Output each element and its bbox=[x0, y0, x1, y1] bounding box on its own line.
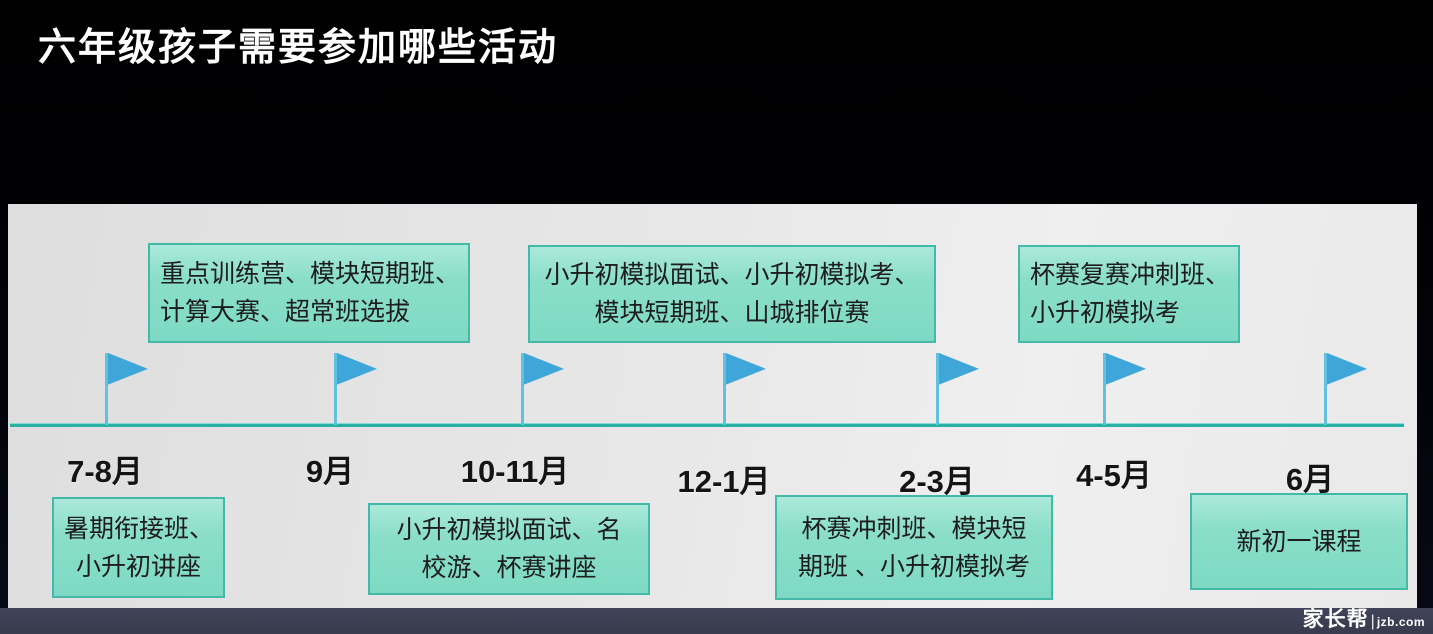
event-text: 新初一课程 bbox=[1236, 527, 1362, 556]
event-text: 小升初模拟面试、小升初模拟考、 bbox=[544, 261, 920, 289]
event-box-above-3: 杯赛复赛冲刺班、 小升初模拟考 bbox=[1018, 245, 1240, 343]
milestone-flag-icon bbox=[1324, 353, 1368, 425]
milestone-flag-icon bbox=[936, 353, 980, 425]
event-box-below-1: 暑期衔接班、 小升初讲座 bbox=[52, 497, 225, 598]
flag-pennant-icon bbox=[524, 353, 564, 385]
flag-pole bbox=[521, 353, 524, 425]
watermark: 家长帮 | jzb.com bbox=[1303, 603, 1425, 633]
milestone-flag-icon bbox=[105, 353, 149, 425]
flag-pennant-icon bbox=[1327, 353, 1367, 385]
flag-pennant-icon bbox=[939, 353, 979, 385]
flag-pole bbox=[105, 353, 108, 425]
event-box-above-1: 重点训练营、模块短期班、 计算大赛、超常班选拔 bbox=[148, 243, 470, 343]
watermark-separator: | bbox=[1370, 613, 1375, 630]
timeline-line bbox=[10, 423, 1404, 427]
event-box-below-3: 杯赛冲刺班、模块短 期班 、小升初模拟考 bbox=[775, 495, 1053, 600]
event-text: 暑期衔接班、 bbox=[64, 514, 215, 543]
milestone-flag-icon bbox=[723, 353, 767, 425]
watermark-site: jzb.com bbox=[1376, 615, 1425, 629]
timeline-month-label: 12-1月 bbox=[677, 464, 771, 499]
flag-pole bbox=[936, 353, 939, 425]
timeline-month-label: 10-11月 bbox=[460, 454, 570, 489]
flag-pole bbox=[1103, 353, 1106, 425]
event-text: 模块短期班、山城排位赛 bbox=[594, 299, 870, 327]
timeline-month-label: 7-8月 bbox=[67, 454, 143, 489]
watermark-brand: 家长帮 bbox=[1302, 608, 1369, 631]
milestone-flag-icon bbox=[521, 353, 565, 425]
flag-pennant-icon bbox=[1106, 353, 1146, 385]
timeline-month-label: 6月 bbox=[1285, 462, 1335, 497]
event-text: 小升初模拟考 bbox=[1030, 299, 1181, 327]
event-text: 杯赛复赛冲刺班、 bbox=[1030, 261, 1231, 289]
milestone-flag-icon bbox=[1103, 353, 1147, 425]
milestone-flag-icon bbox=[334, 353, 378, 425]
event-box-below-4: 新初一课程 bbox=[1190, 493, 1408, 590]
flag-pennant-icon bbox=[726, 353, 766, 385]
flag-pennant-icon bbox=[108, 353, 148, 385]
footer-band: 家长帮 | jzb.com bbox=[0, 608, 1433, 634]
flag-pole bbox=[1324, 353, 1327, 425]
event-text: 计算大赛、超常班选拔 bbox=[160, 298, 411, 326]
timeline-month-label: 2-3月 bbox=[899, 464, 975, 499]
flag-pole bbox=[723, 353, 726, 425]
event-text: 小升初模拟面试、名 bbox=[396, 516, 622, 544]
event-text: 期班 、小升初模拟考 bbox=[798, 552, 1030, 581]
event-text: 杯赛冲刺班、模块短 bbox=[801, 514, 1027, 543]
event-text: 重点训练营、模块短期班、 bbox=[160, 260, 461, 288]
event-text: 小升初讲座 bbox=[75, 552, 201, 581]
timeline-month-label: 4-5月 bbox=[1076, 458, 1152, 493]
flag-pennant-icon bbox=[337, 353, 377, 385]
event-box-below-2: 小升初模拟面试、名 校游、杯赛讲座 bbox=[368, 503, 650, 595]
timeline-panel: 重点训练营、模块短期班、 计算大赛、超常班选拔 小升初模拟面试、小升初模拟考、 … bbox=[8, 204, 1417, 608]
timeline-month-label: 9月 bbox=[305, 454, 355, 489]
flag-pole bbox=[334, 353, 337, 425]
event-box-above-2: 小升初模拟面试、小升初模拟考、 模块短期班、山城排位赛 bbox=[528, 245, 936, 343]
event-text: 校游、杯赛讲座 bbox=[421, 554, 597, 582]
page-title: 六年级孩子需要参加哪些活动 bbox=[38, 27, 559, 69]
